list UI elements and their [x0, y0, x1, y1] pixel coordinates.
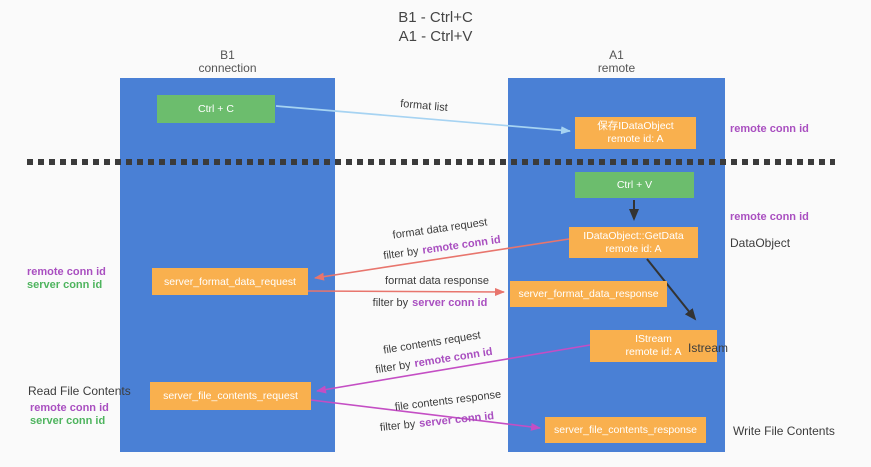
dataobject-label: DataObject [730, 236, 791, 250]
filter-by-text: filter by [372, 297, 409, 309]
right-mid-remote-conn-id-label: remote conn id [730, 211, 809, 223]
node-istream-line2: remote id: A [625, 346, 682, 358]
node-getdata-line1: IDataObject::GetData [583, 229, 684, 242]
left-column-name: B1 [220, 48, 235, 62]
node-ctrl-v-label: Ctrl + V [616, 179, 653, 191]
node-server-file-contents-request: server_file_contents_request [150, 382, 311, 410]
left-format-conn-id-labels: remote conn id server conn id [27, 266, 106, 292]
node-getdata-line2: remote id: A [605, 242, 662, 255]
filter-by-text: filter by [374, 358, 412, 377]
diagram-title: B1 - Ctrl+C A1 - Ctrl+V [0, 8, 871, 46]
right-top-remote-conn-id-label: remote conn id [730, 123, 809, 135]
node-ctrl-v: Ctrl + V [575, 172, 694, 198]
node-server-format-data-request: server_format_data_request [152, 268, 308, 295]
node-server-file-contents-request-label: server_file_contents_request [163, 390, 298, 402]
node-ctrl-c-label: Ctrl + C [198, 103, 234, 115]
left-column-header: B1 connection [120, 49, 335, 75]
node-server-format-data-response-label: server_format_data_response [518, 288, 659, 300]
format-data-response-label: format data response [385, 275, 489, 287]
node-save-idataobject-line1: 保存IDataObject [597, 120, 674, 132]
server-conn-id-key: server conn id [412, 297, 488, 309]
node-server-file-contents-response: server_file_contents_response [545, 417, 706, 443]
left-file-remote-conn-id-label: remote conn id [30, 402, 109, 414]
title-line-1: B1 - Ctrl+C [398, 9, 473, 26]
node-server-format-data-request-label: server_format_data_request [164, 275, 296, 288]
write-file-contents-label: Write File Contents [733, 424, 835, 438]
server-conn-id-key: server conn id [418, 410, 495, 430]
right-column-subtitle: remote [597, 61, 636, 75]
left-column-subtitle: connection [198, 61, 257, 75]
phase-separator-dashed-line [27, 159, 835, 165]
node-save-idataobject: 保存IDataObject remote id: A [575, 117, 696, 149]
filter-by-text: filter by [382, 245, 420, 263]
format-data-response-arrow [307, 287, 505, 296]
format-list-label: format list [399, 97, 449, 115]
left-file-conn-id-labels: remote conn id server conn id [30, 402, 109, 428]
remote-conn-id-key: remote conn id [421, 233, 502, 257]
node-istream: IStream remote id: A [590, 330, 717, 362]
read-file-contents-label: Read File Contents [28, 384, 131, 398]
left-format-remote-conn-id-label: remote conn id [27, 266, 106, 278]
node-ctrl-c: Ctrl + C [157, 95, 275, 123]
filter-by-text: filter by [379, 418, 416, 434]
left-file-server-conn-id-label: server conn id [30, 415, 106, 427]
right-column-name: A1 [609, 48, 624, 62]
right-column-header: A1 remote [508, 49, 725, 75]
node-server-format-data-response: server_format_data_response [510, 281, 667, 307]
title-line-2: A1 - Ctrl+V [398, 28, 473, 45]
node-idataobject-getdata: IDataObject::GetData remote id: A [569, 227, 698, 258]
node-save-idataobject-line2: remote id: A [607, 133, 664, 145]
istream-side-label: Istream [688, 341, 729, 355]
left-format-server-conn-id-label: server conn id [27, 279, 103, 291]
node-istream-line1: IStream [635, 333, 672, 345]
node-server-file-contents-response-label: server_file_contents_response [553, 424, 697, 436]
